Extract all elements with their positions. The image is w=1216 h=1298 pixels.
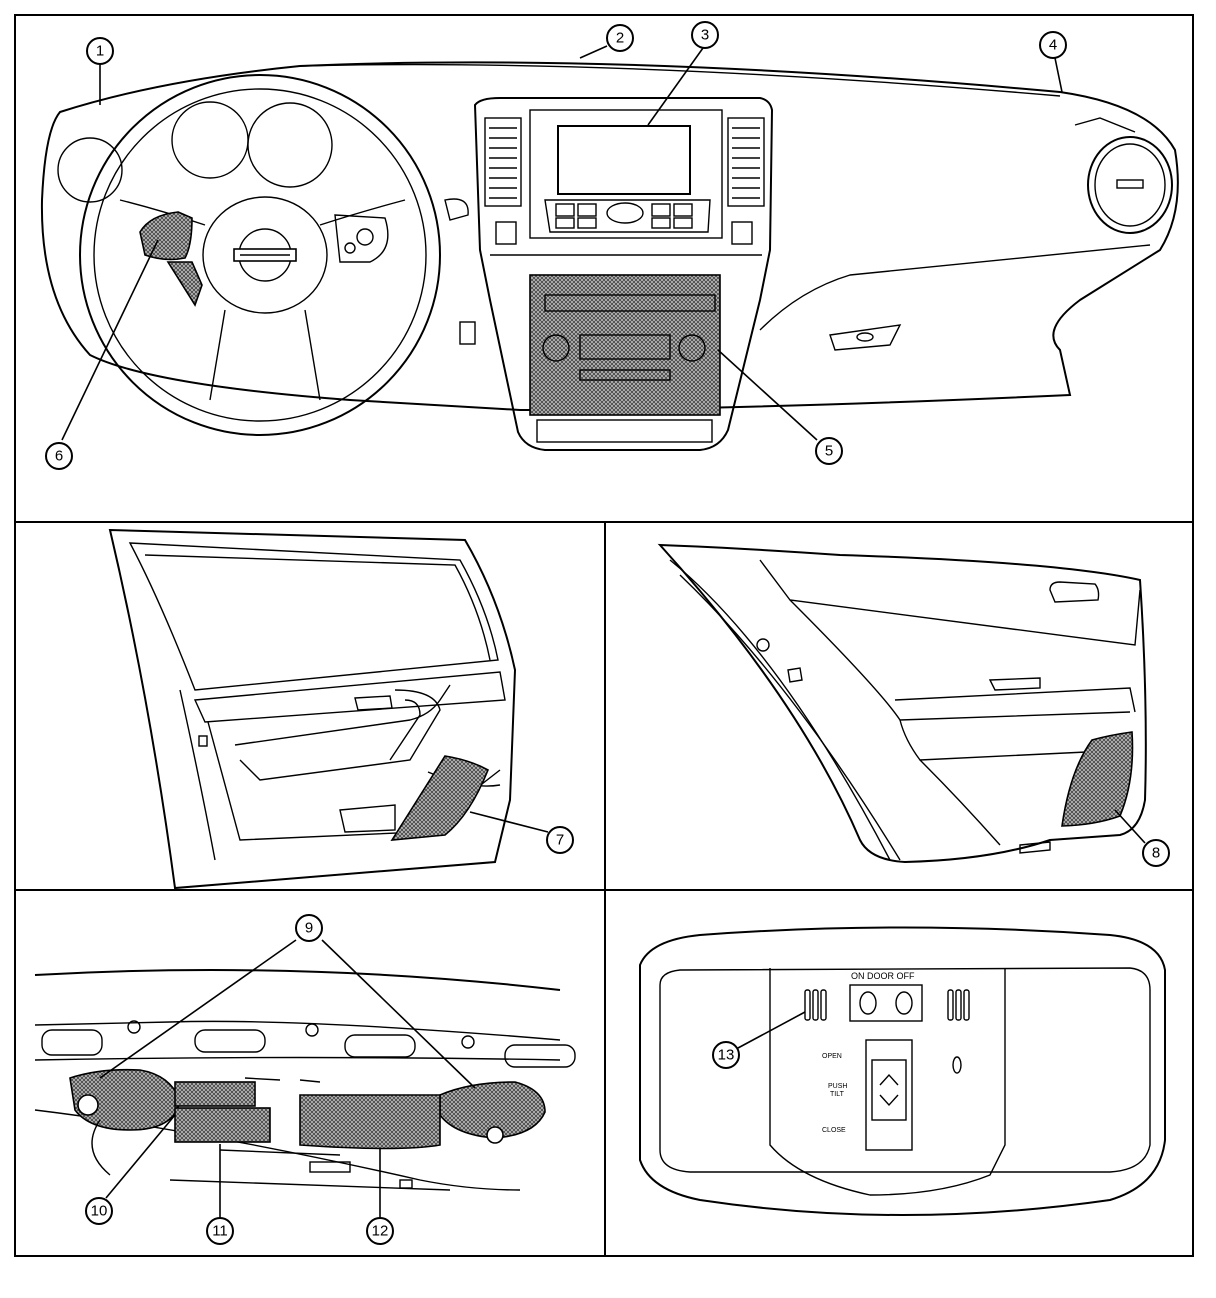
callout-11-number: 11 — [212, 1223, 228, 1240]
callout-6: 6 — [45, 442, 73, 470]
sunroof-push-label: PUSH — [828, 1083, 847, 1090]
callout-7: 7 — [546, 826, 574, 854]
sunroof-tilt-label: TILT — [830, 1091, 845, 1098]
steering-wheel — [57, 74, 441, 436]
center-stack — [473, 97, 774, 451]
display-screen — [557, 125, 691, 195]
amplifier — [174, 1107, 271, 1143]
map-lamp-switch[interactable] — [849, 984, 923, 1022]
amplifier-upper — [174, 1081, 256, 1107]
callout-4: 4 — [1039, 31, 1067, 59]
audio-unit — [529, 274, 721, 416]
rear-door-speaker — [1061, 731, 1134, 827]
leader-lines — [61, 45, 1146, 1218]
steering-audio-switch — [139, 211, 193, 261]
sunroof-switch[interactable] — [865, 1039, 913, 1151]
callout-12: 12 — [366, 1217, 394, 1245]
callout-8: 8 — [1142, 839, 1170, 867]
callout-3: 3 — [691, 21, 719, 49]
callout-6-number: 6 — [55, 448, 63, 465]
map-lamp-switch-label: ON DOOR OFF — [851, 971, 915, 981]
callout-5-number: 5 — [825, 443, 833, 460]
sunroof-open-label: OPEN — [822, 1053, 842, 1060]
callout-11: 11 — [206, 1217, 234, 1245]
callout-13: 13 — [712, 1041, 740, 1069]
rear-door-panel — [657, 543, 1147, 864]
map-lamp-vent-right — [947, 989, 970, 1021]
callout-9-number: 9 — [305, 920, 313, 937]
callout-5: 5 — [815, 437, 843, 465]
rear-shelf-panel — [34, 969, 576, 1191]
map-lamp-vent-left — [804, 989, 827, 1021]
callout-10: 10 — [85, 1197, 113, 1225]
callout-3-number: 3 — [701, 27, 709, 44]
passenger-vent — [1087, 136, 1173, 234]
callout-12-number: 12 — [372, 1223, 389, 1240]
callout-1-number: 1 — [96, 43, 104, 60]
callout-9: 9 — [295, 914, 323, 942]
callout-2: 2 — [606, 24, 634, 52]
panel-frames — [14, 14, 1194, 1257]
callout-2-number: 2 — [616, 30, 624, 47]
callout-10-number: 10 — [91, 1203, 108, 1220]
callout-4-number: 4 — [1049, 37, 1057, 54]
front-door-speaker — [390, 755, 490, 841]
rear-speaker-right — [439, 1081, 546, 1139]
callout-13-number: 13 — [718, 1047, 735, 1064]
map-lamp-panel: ON DOOR OFF OPEN PUSH TILT CLOSE — [639, 926, 1166, 1216]
subwoofer — [299, 1094, 441, 1150]
front-door-panel — [108, 528, 517, 890]
dashboard-panel — [40, 61, 1179, 451]
callout-8-number: 8 — [1152, 845, 1160, 862]
sunroof-close-label: CLOSE — [822, 1127, 846, 1134]
callout-1: 1 — [86, 37, 114, 65]
callout-7-number: 7 — [556, 832, 564, 849]
nissan-logo-icon — [233, 228, 297, 282]
